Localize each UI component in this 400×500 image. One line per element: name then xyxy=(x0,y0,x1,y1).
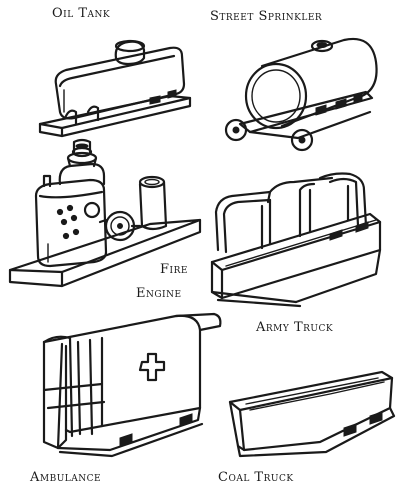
ambulance-drawing xyxy=(42,312,222,458)
label-fire-line2: Engine xyxy=(136,286,182,301)
label-army-truck: Army Truck xyxy=(256,320,334,335)
label-oil-tank: Oil Tank xyxy=(52,6,111,21)
army-truck-drawing xyxy=(210,172,382,308)
label-street-sprinkler: Street Sprinkler xyxy=(210,9,323,24)
oil-tank-drawing xyxy=(38,39,192,138)
label-fire-line1: Fire xyxy=(160,262,188,277)
fire-engine-drawing xyxy=(8,138,202,288)
red-cross-icon xyxy=(138,352,166,382)
label-ambulance: Ambulance xyxy=(30,470,102,485)
street-sprinkler-drawing xyxy=(224,37,378,152)
label-coal-truck: Coal Truck xyxy=(218,470,294,485)
coal-truck-drawing xyxy=(228,370,396,458)
